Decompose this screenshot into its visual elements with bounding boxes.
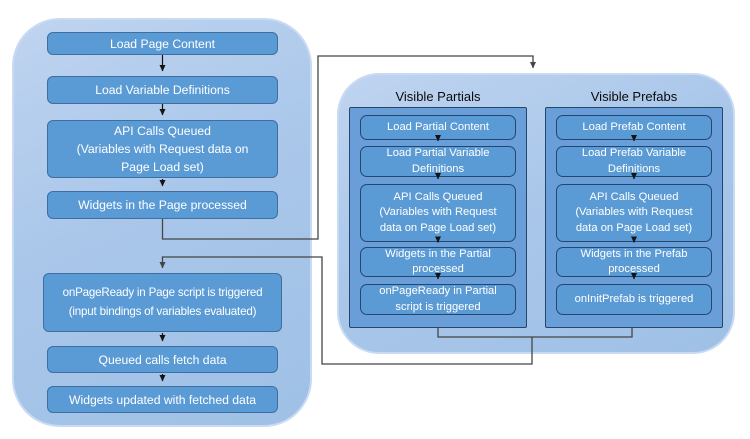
prefab-step-oninitprefab-triggered: onInitPrefab is triggered — [556, 284, 712, 315]
prefab-step-widgets-processed: Widgets in the Prefab processed — [556, 247, 712, 277]
prefab-step-load-variable-definitions: Load Prefab Variable Definitions — [556, 146, 712, 177]
step-widgets-updated: Widgets updated with fetched data — [47, 386, 278, 413]
partial-step-widgets-processed: Widgets in the Partial processed — [360, 247, 516, 277]
step-load-variable-definitions: Load Variable Definitions — [47, 76, 278, 104]
step-widgets-processed: Widgets in the Page processed — [47, 191, 278, 219]
partial-step-load-variable-definitions: Load Partial Variable Definitions — [360, 146, 516, 177]
partial-step-load-content: Load Partial Content — [360, 115, 516, 140]
step-queued-calls-fetch-data: Queued calls fetch data — [47, 346, 278, 373]
prefabs-heading: Visible Prefabs — [590, 89, 678, 104]
partial-step-onpageready-triggered: onPageReady in Partial script is trigger… — [360, 284, 516, 315]
partial-step-api-calls-queued: API Calls Queued (Variables with Request… — [360, 184, 516, 242]
partials-heading: Visible Partials — [395, 89, 481, 104]
prefab-step-api-calls-queued: API Calls Queued (Variables with Request… — [556, 184, 712, 242]
step-onpageready-triggered: onPageReady in Page script is triggered … — [43, 273, 282, 332]
step-api-calls-queued: API Calls Queued (Variables with Request… — [47, 120, 278, 178]
step-load-page-content: Load Page Content — [47, 32, 278, 55]
prefab-step-load-content: Load Prefab Content — [556, 115, 712, 140]
